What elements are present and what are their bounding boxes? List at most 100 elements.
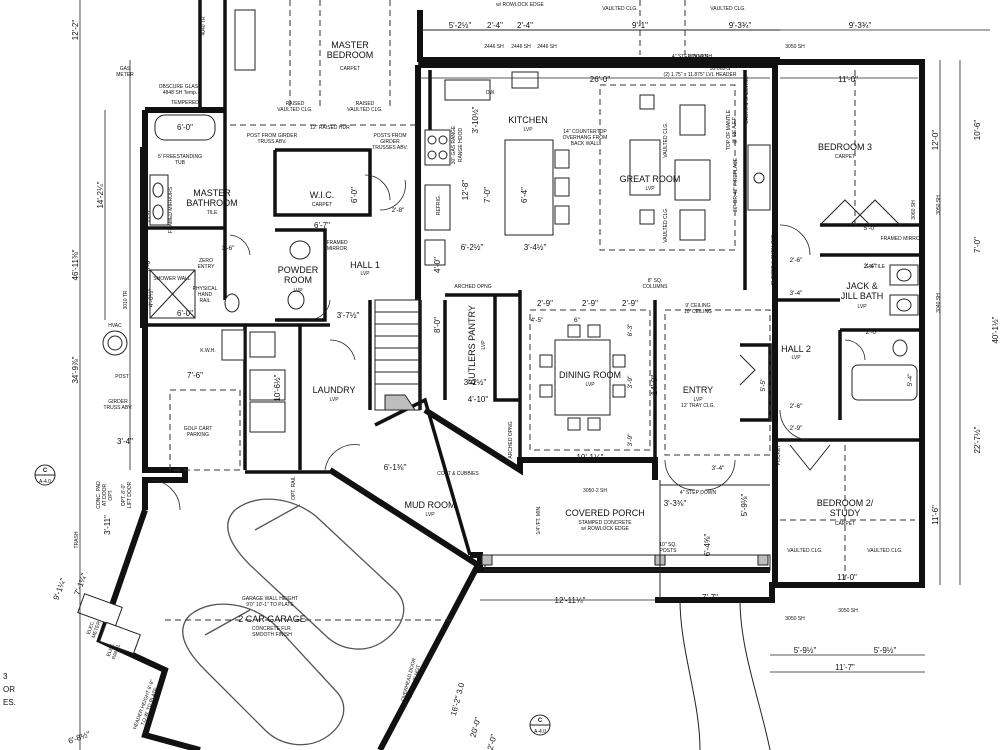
dining-room-furniture bbox=[529, 309, 771, 456]
dim-dining-29a: 2'-9" bbox=[537, 299, 553, 308]
dim-study-110: 11'-0" bbox=[837, 573, 857, 582]
label-hall1: HALL 1 bbox=[350, 260, 380, 270]
door-bed3 bbox=[779, 224, 811, 256]
dryer bbox=[249, 401, 286, 433]
golf-cart-outline bbox=[169, 389, 241, 471]
door-laundry bbox=[329, 339, 356, 361]
dim-garage-34: 3'-4" bbox=[117, 437, 133, 446]
powder-walls bbox=[275, 228, 327, 322]
bed3-closet-door bbox=[819, 199, 871, 226]
fireplace-icon bbox=[753, 172, 765, 184]
dim-island-w: 3'-4½" bbox=[524, 243, 547, 252]
bed3-closet-door-b bbox=[849, 199, 901, 226]
dim-bath-117: 11'-7" bbox=[145, 206, 152, 223]
jack-toilet bbox=[892, 339, 908, 357]
walk-curve-1 bbox=[679, 599, 701, 750]
label-dining-room: DINING ROOM bbox=[559, 370, 621, 380]
label-garage-finish: CONCRETE FLR.SMOOTH FINISH bbox=[252, 626, 292, 638]
dim-jack-29: 2'-9" bbox=[790, 425, 804, 432]
label-hall2: HALL 2 bbox=[781, 344, 811, 354]
dim-porch-64: 6'-4⅝" bbox=[703, 534, 712, 557]
note-window-3050-c: 3050-2 SH bbox=[583, 488, 607, 494]
dim-dining-w: 10'-1¼" bbox=[576, 453, 603, 462]
hvac-unit bbox=[102, 330, 128, 356]
callout-tag-left: A-4.0 bbox=[39, 479, 51, 485]
dim-garage-220: 22'-0" bbox=[485, 733, 499, 750]
dim-top-3: 2'-4" bbox=[517, 21, 533, 30]
burner-4 bbox=[438, 150, 448, 160]
note-refrig: REFRIG. bbox=[436, 195, 442, 215]
dim-kitchen-w2: 6'-2½" bbox=[461, 243, 484, 252]
note-raised-hdr: 12" RAISED HDR bbox=[310, 125, 350, 131]
sink-a bbox=[152, 182, 164, 198]
powder-toilet bbox=[287, 290, 305, 310]
dim-left-top: 12'-2" bbox=[71, 20, 80, 41]
dim-left-bath: 14'-2¼" bbox=[96, 181, 105, 208]
label-bedroom-2: BEDROOM 2/STUDY bbox=[817, 498, 874, 518]
dim-jack-54: 5'-4" bbox=[907, 373, 914, 387]
range bbox=[424, 129, 451, 166]
dimension-lines bbox=[79, 0, 990, 750]
porch-post-3 bbox=[757, 554, 769, 566]
note-framed-mirror-jack: FRAMED MIRROR bbox=[881, 236, 924, 242]
dining-chair bbox=[587, 324, 601, 338]
dim-kitchen-h1: 3'-10½" bbox=[471, 106, 480, 133]
toilet-bath bbox=[224, 293, 240, 313]
section-callouts bbox=[34, 330, 551, 736]
burner-3 bbox=[427, 150, 437, 160]
dim-bath-60: 6'-0" bbox=[145, 258, 152, 272]
dim-garage-200: 20'-0" bbox=[469, 716, 483, 738]
burner-1 bbox=[427, 135, 437, 145]
kitchen-island bbox=[504, 139, 554, 236]
car-2 bbox=[182, 603, 345, 746]
dim-porch-77: 7'-7" bbox=[702, 593, 718, 602]
jack-basin-a bbox=[896, 268, 912, 282]
master-bath-fixtures bbox=[149, 114, 311, 433]
callout-tag-bottom: A-4.0 bbox=[534, 729, 546, 735]
note-window-2446-a: 2446 SH bbox=[484, 44, 504, 50]
note-fireplace: 36" OR 42" FIREPLACE bbox=[733, 157, 739, 212]
dim-pantry-h: 8'-0" bbox=[433, 317, 442, 333]
note-top-window: w/ ROWLOCK EDGE bbox=[496, 2, 544, 8]
sink-counter bbox=[444, 79, 491, 101]
dim-garage-162: 16'-2" 3.0 bbox=[449, 681, 467, 716]
porch-post-1 bbox=[481, 554, 493, 566]
door-entry-a bbox=[664, 459, 696, 491]
jack-tub bbox=[851, 364, 918, 401]
door-bath bbox=[229, 234, 251, 256]
chair-bottom bbox=[679, 209, 706, 241]
note-window-3040: 3040 SH bbox=[936, 293, 942, 313]
note-hvac: HVAC bbox=[108, 323, 122, 329]
dim-dining-29c: 2'-9" bbox=[622, 299, 638, 308]
label-garage: 2 CAR GARAGE bbox=[238, 614, 306, 624]
note-coat-cubbies: COAT & CUBBIES bbox=[437, 471, 479, 477]
dining-table bbox=[554, 339, 611, 416]
stool-2 bbox=[554, 177, 570, 197]
interior-walls bbox=[145, 30, 922, 556]
door-wic bbox=[364, 174, 391, 201]
note-dw: DW bbox=[486, 90, 495, 96]
dim-bed3-width: 11'-0" bbox=[838, 75, 858, 84]
dim-hall2-26: 2'-6" bbox=[790, 257, 804, 264]
note-stepdown-entry: 4" STEP DOWN bbox=[680, 490, 717, 496]
note-tempered: TEMPERED bbox=[171, 100, 199, 106]
dim-right-study: 11'-6" bbox=[931, 505, 940, 525]
label-kitchen-finish: LVP bbox=[523, 127, 533, 133]
label-jack-jill-finish: LVP bbox=[857, 304, 867, 310]
note-casts: CASTS & SHELVING bbox=[744, 76, 750, 124]
note-shower-wall: SHOWER WALL bbox=[153, 276, 191, 282]
dim-dining-6: 6" bbox=[574, 317, 581, 324]
note-trash: TRASH bbox=[74, 531, 80, 548]
note-arched-opening: ARCHED OPNG bbox=[454, 284, 491, 290]
wic-walls bbox=[273, 148, 372, 217]
note-stepdown-top: 4" STEP DOWN bbox=[672, 54, 709, 60]
door-exterior bbox=[149, 479, 181, 511]
